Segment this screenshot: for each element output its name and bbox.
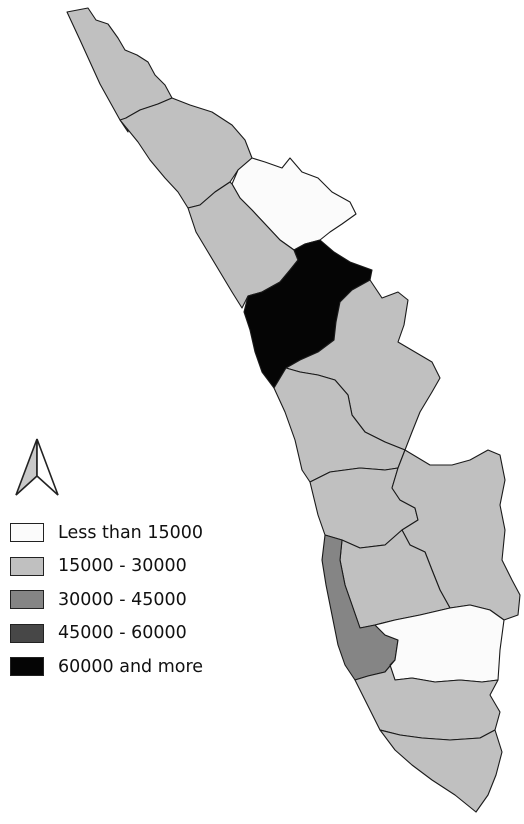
legend-swatch [10,590,44,610]
district-palakkad [285,279,441,451]
legend-item: 30000 - 45000 [10,583,203,617]
legend-label: Less than 15000 [58,522,204,543]
legend-item: Less than 15000 [10,516,203,550]
legend-label: 15000 - 30000 [58,556,187,577]
legend-label: 60000 and more [58,656,204,677]
legend-swatch [10,523,44,543]
north-arrow-icon [15,438,59,496]
district-thiruvananthapuram [379,729,503,813]
legend-swatch [10,657,44,677]
legend-label: 45000 - 60000 [58,623,187,644]
district-idukki [391,449,521,621]
legend-swatch [10,623,44,643]
legend-item: 45000 - 60000 [10,617,203,651]
legend-item: 15000 - 30000 [10,550,203,584]
legend: Less than 15000 15000 - 30000 30000 - 45… [10,516,203,684]
legend-label: 30000 - 45000 [58,589,187,610]
legend-item: 60000 and more [10,650,203,684]
legend-swatch [10,556,44,576]
